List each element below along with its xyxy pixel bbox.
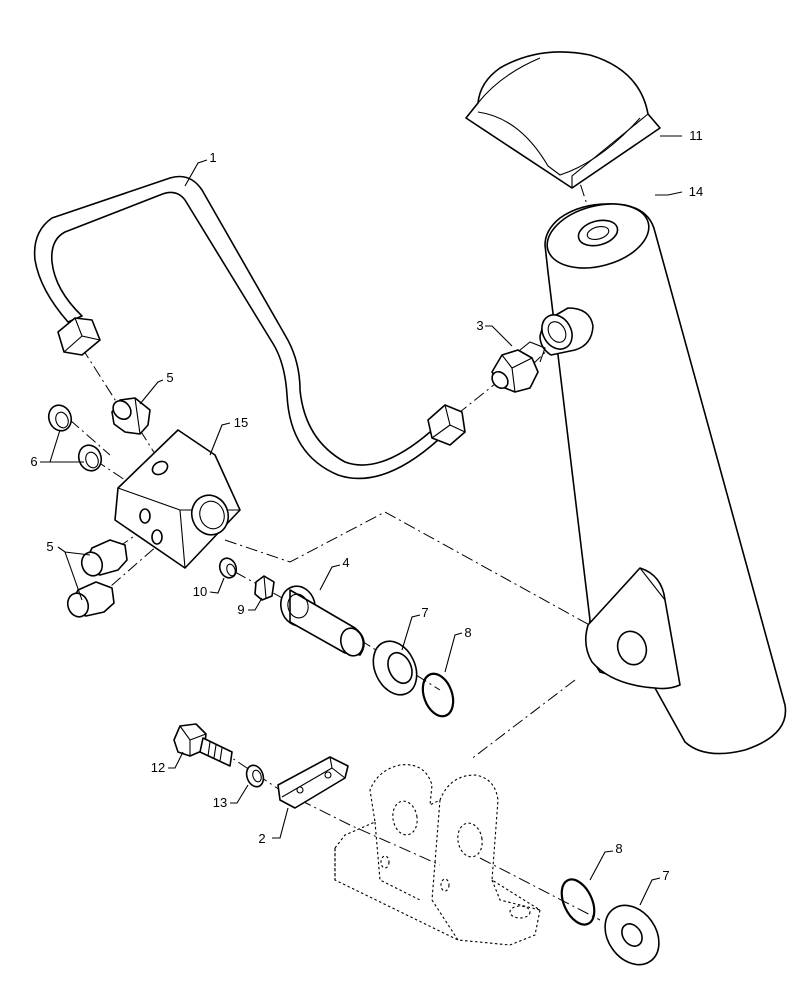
callout-15: 15: [234, 415, 248, 430]
callout-3: 3: [476, 318, 483, 333]
part-14-hydraulic-cylinder: [539, 203, 787, 755]
callout-5-top: 5: [166, 370, 173, 385]
callout-leaders: [40, 135, 683, 906]
callout-5-left: 5: [46, 539, 53, 554]
part-1-hydraulic-tube: [33, 175, 466, 480]
callout-11: 11: [689, 128, 703, 143]
part-5-fitting-top: [111, 397, 151, 435]
part-8-oring-lower: [560, 878, 596, 926]
part-10-plug: [218, 557, 238, 579]
callout-4: 4: [342, 555, 349, 570]
part-15-manifold-block: [114, 429, 241, 569]
callout-2: 2: [258, 831, 265, 846]
callout-8-upper: 8: [464, 625, 471, 640]
part-2-plate: [277, 756, 349, 809]
part-3-fitting: [491, 341, 546, 393]
part-7-washer-lower: [604, 904, 660, 966]
callout-10: 10: [193, 584, 207, 599]
part-5-fittings-left: [66, 539, 128, 618]
mounting-bracket-phantom: [334, 764, 541, 946]
part-7-washer-upper: [372, 640, 418, 696]
callout-12: 12: [151, 760, 165, 775]
part-11-round-cap: [465, 51, 661, 189]
part-9-plug: [254, 575, 275, 601]
part-13-washer: [245, 764, 265, 788]
callout-1: 1: [209, 150, 216, 165]
callout-6: 6: [30, 454, 37, 469]
callout-14: 14: [689, 184, 703, 199]
callout-7-upper: 7: [421, 605, 428, 620]
callout-8-lower: 8: [615, 841, 622, 856]
part-8-oring-upper: [421, 672, 455, 718]
callout-13: 13: [213, 795, 227, 810]
callout-7-lower: 7: [662, 868, 669, 883]
part-4-pin: [279, 585, 365, 657]
callout-9: 9: [237, 602, 244, 617]
callout-labels: 1 2 3 4 5 5 6 7 7 8 8 9 10 11 12 13 14 1…: [30, 128, 703, 883]
part-12-bolt: [173, 723, 233, 767]
part-6-plugs: [47, 404, 103, 472]
